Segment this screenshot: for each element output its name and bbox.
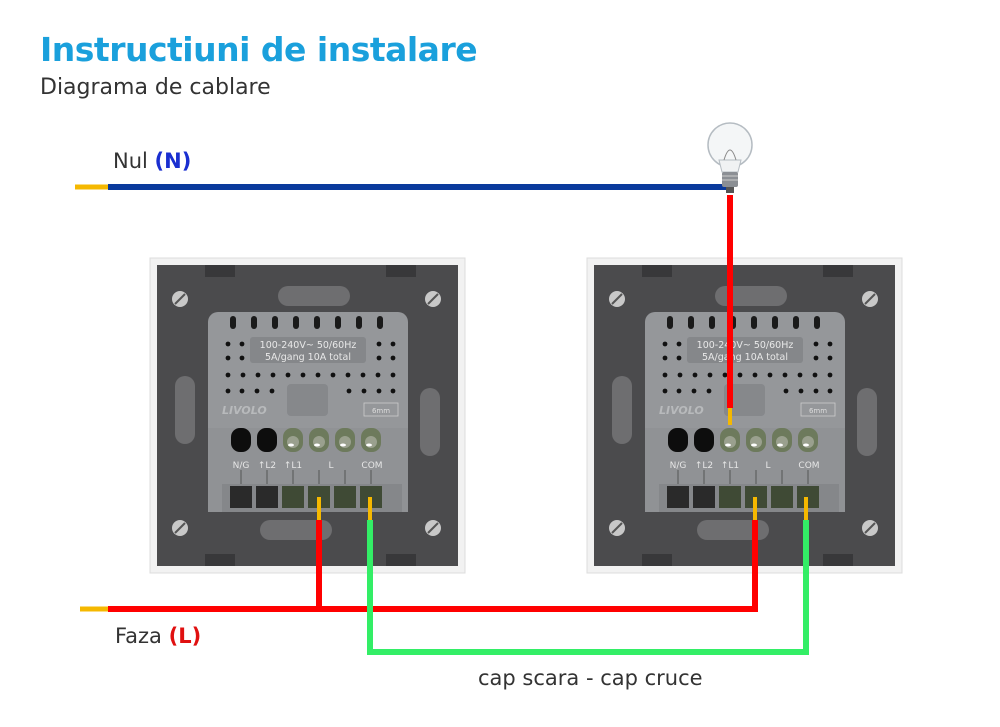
- brand-logo: LIVOLO: [222, 404, 267, 417]
- page-title: Instructiuni de instalare: [40, 30, 478, 69]
- terminal-label: N/G: [233, 461, 250, 471]
- phase-label: Faza (L): [115, 624, 201, 648]
- terminal-screw: [720, 428, 740, 452]
- terminal-label: N/G: [670, 461, 687, 471]
- phase-label-text: Faza: [115, 624, 162, 648]
- terminal-hole: [257, 428, 277, 452]
- brand-logo: LIVOLO: [659, 404, 704, 417]
- phase-wire: [80, 497, 758, 612]
- terminal-label: ↑L2: [258, 461, 276, 471]
- switch-module: 100-240V~ 50/60Hz 5A/gang 10A total LIVO…: [208, 312, 408, 512]
- terminal-label: ↑L2: [695, 461, 713, 471]
- terminal-screw: [335, 428, 355, 452]
- switch-2: 100-240V~ 50/60Hz 5A/gang 10A total LIVO…: [586, 257, 903, 574]
- terminal-label: COM: [798, 461, 819, 471]
- connection-caption: cap scara - cap cruce: [478, 666, 703, 690]
- light-bulb-icon: [707, 122, 753, 193]
- terminal-label: ↑L1: [721, 461, 739, 471]
- rating-voltage: 100-240V~ 50/60Hz: [697, 340, 794, 351]
- terminal-screw: [309, 428, 329, 452]
- neutral-label: Nul (N): [113, 149, 191, 173]
- rating-current: 5A/gang 10A total: [702, 352, 788, 363]
- terminal-label: L: [765, 461, 770, 471]
- terminal-screw: [361, 428, 381, 452]
- strip-length-marker: 6mm: [372, 407, 390, 415]
- rating-current: 5A/gang 10A total: [265, 352, 351, 363]
- terminal-label: COM: [361, 461, 382, 471]
- terminal-hole: [668, 428, 688, 452]
- strip-length-marker: 6mm: [809, 407, 827, 415]
- terminal-hole: [231, 428, 251, 452]
- terminal-screw: [283, 428, 303, 452]
- phase-code: (L): [168, 624, 202, 648]
- neutral-code: (N): [154, 149, 192, 173]
- traveler-wire: [367, 497, 809, 655]
- terminal-label: L: [328, 461, 333, 471]
- terminal-hole: [694, 428, 714, 452]
- neutral-label-text: Nul: [113, 149, 148, 173]
- terminal-screw: [746, 428, 766, 452]
- terminal-label: ↑L1: [284, 461, 302, 471]
- page-subtitle: Diagrama de cablare: [40, 75, 271, 100]
- terminal-screw: [798, 428, 818, 452]
- terminal-screw: [772, 428, 792, 452]
- switch-1: 100-240V~ 50/60Hz 5A/gang 10A total LIVO…: [149, 257, 466, 574]
- rating-voltage: 100-240V~ 50/60Hz: [260, 340, 357, 351]
- switch-module: 100-240V~ 50/60Hz 5A/gang 10A total LIVO…: [645, 312, 845, 512]
